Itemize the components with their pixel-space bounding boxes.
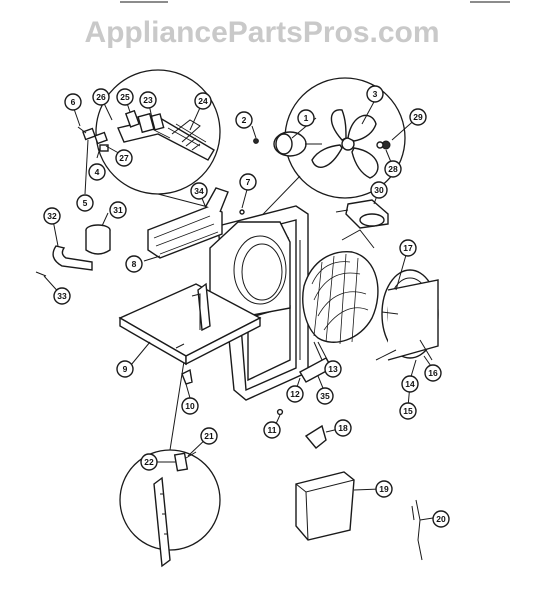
fan-screw xyxy=(253,138,259,144)
callout-label: 23 xyxy=(143,95,153,105)
shutter-clips xyxy=(77,126,109,152)
callout-12: 12 xyxy=(286,385,304,403)
callout-label: 16 xyxy=(428,368,438,378)
part-11-washer xyxy=(276,408,284,416)
callout-label: 29 xyxy=(413,112,423,122)
callout-8: 8 xyxy=(125,255,143,273)
callout-label: 10 xyxy=(185,401,195,411)
callout-3: 3 xyxy=(366,85,384,103)
callout-14: 14 xyxy=(401,375,419,393)
callout-21: 21 xyxy=(200,427,218,445)
callout-label: 8 xyxy=(132,259,137,269)
callout-label: 19 xyxy=(379,484,389,494)
callout-label: 20 xyxy=(436,514,446,524)
callout-4: 4 xyxy=(88,163,106,181)
callout-23: 23 xyxy=(139,91,157,109)
callout-label: 5 xyxy=(83,198,88,208)
callout-29: 29 xyxy=(409,108,427,126)
callout-label: 33 xyxy=(57,291,67,301)
part-18-fitting xyxy=(304,424,327,449)
callout-15: 15 xyxy=(399,402,417,420)
evaporator-coil xyxy=(375,269,439,361)
callout-label: 35 xyxy=(320,391,330,401)
capacitor-strap xyxy=(52,245,93,271)
callout-1: 1 xyxy=(297,109,315,127)
callout-label: 30 xyxy=(374,185,384,195)
callout-label: 6 xyxy=(71,97,76,107)
callout-33: 33 xyxy=(53,287,71,305)
callout-label: 28 xyxy=(388,164,398,174)
fan-motor xyxy=(273,131,322,157)
condenser-coil xyxy=(302,229,379,345)
capacitor xyxy=(85,224,111,255)
part-20-wire xyxy=(411,499,423,561)
callout-31: 31 xyxy=(109,201,127,219)
callout-19: 19 xyxy=(375,480,393,498)
callout-2: 2 xyxy=(235,111,253,129)
screw-33 xyxy=(35,271,47,277)
callout-label: 32 xyxy=(47,211,57,221)
callout-18: 18 xyxy=(334,419,352,437)
callout-35: 35 xyxy=(316,387,334,405)
fan-blade xyxy=(311,109,379,179)
callout-22: 22 xyxy=(140,453,158,471)
callout-6: 6 xyxy=(64,93,82,111)
callout-label: 24 xyxy=(198,96,208,106)
callout-label: 22 xyxy=(144,457,154,467)
callout-label: 25 xyxy=(120,92,130,102)
drain-pan xyxy=(295,471,355,541)
base-pan xyxy=(118,282,262,366)
callout-27: 27 xyxy=(115,149,133,167)
fan-nut xyxy=(376,140,391,150)
callout-28: 28 xyxy=(384,160,402,178)
watermark-text: AppliancePartsPros.com xyxy=(84,16,439,49)
callout-label: 12 xyxy=(290,389,300,399)
part-10-clip xyxy=(181,368,193,385)
callout-16: 16 xyxy=(424,364,442,382)
callout-5: 5 xyxy=(76,194,94,212)
callout-17: 17 xyxy=(399,239,417,257)
control-knob xyxy=(335,199,389,229)
callout-label: 14 xyxy=(405,379,415,389)
callout-label: 1 xyxy=(304,113,309,123)
callout-26: 26 xyxy=(92,88,110,106)
callout-label: 7 xyxy=(246,177,251,187)
motor-bracket xyxy=(147,187,229,259)
callout-label: 9 xyxy=(123,364,128,374)
callout-11: 11 xyxy=(263,421,281,439)
callout-label: 18 xyxy=(338,423,348,433)
callout-24: 24 xyxy=(194,92,212,110)
callout-30: 30 xyxy=(370,181,388,199)
callout-label: 17 xyxy=(403,243,413,253)
callout-label: 3 xyxy=(373,89,378,99)
callout-label: 21 xyxy=(204,431,214,441)
callout-label: 31 xyxy=(113,205,123,215)
detail-circle-shutter xyxy=(95,69,221,209)
callout-label: 34 xyxy=(194,186,204,196)
callout-34: 34 xyxy=(190,182,208,200)
part-7-screw xyxy=(239,209,245,215)
callout-label: 11 xyxy=(268,425,277,435)
detail-circle-bracket xyxy=(119,354,221,551)
callout-label: 15 xyxy=(403,406,413,416)
callout-25: 25 xyxy=(116,88,134,106)
callout-20: 20 xyxy=(432,510,450,528)
callout-label: 27 xyxy=(119,153,129,163)
callout-label: 13 xyxy=(328,364,338,374)
callout-label: 26 xyxy=(96,92,106,102)
mounting-bracket xyxy=(153,451,197,568)
callout-9: 9 xyxy=(116,360,134,378)
callout-10: 10 xyxy=(181,397,199,415)
callout-7: 7 xyxy=(239,173,257,191)
shutter-linkage xyxy=(117,109,215,161)
callout-label: 2 xyxy=(242,115,247,125)
callout-13: 13 xyxy=(324,360,342,378)
callout-32: 32 xyxy=(43,207,61,225)
callout-label: 4 xyxy=(95,167,100,177)
